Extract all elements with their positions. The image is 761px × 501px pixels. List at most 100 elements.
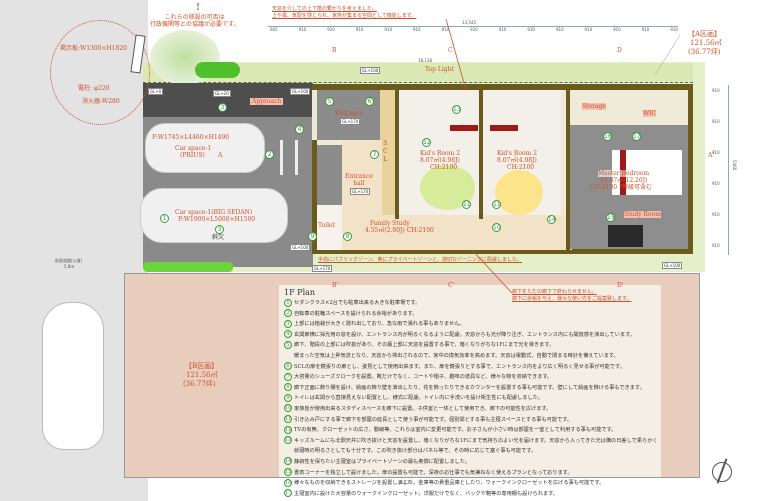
road-width: 5.8m — [64, 264, 75, 269]
kids1-label: Kid's Room 2 — [420, 150, 461, 157]
bed-red — [490, 125, 518, 131]
note-number: 5 — [284, 340, 292, 349]
note-text: TVの有無、クローゼットの広さ、動線等、これらは室内に変更可能です。お子さんが小… — [294, 427, 617, 434]
scl-label: S C L — [383, 140, 388, 163]
note-number: 1 — [284, 298, 292, 307]
callout-11: 11 — [492, 200, 501, 209]
note-text: 廊下、階段の上部には吹抜があり、その最上部に天窓を設置する事で、暗くなりがちな1… — [294, 342, 555, 349]
section-marker-d-prime: D' — [617, 282, 624, 289]
wall-kids-mid — [479, 84, 483, 219]
bottom-width: 18,177 — [398, 480, 412, 485]
tick: 910 — [470, 27, 478, 32]
toilet — [317, 205, 342, 250]
callout-3: 3 — [215, 225, 224, 234]
note-number: 3 — [284, 319, 292, 328]
desk — [608, 225, 643, 247]
note-text: 引き込み戸にする事で廊下を部屋の延長として使う事が可能です。個別間とする事も主寝… — [294, 416, 573, 423]
level-tag: GL+100 — [290, 244, 311, 251]
stair-note-2: 上や風、気配を感じられ、家族が集まる空間として機能します。 — [272, 13, 417, 19]
callout-9: 9 — [308, 232, 317, 241]
note-number: 14 — [284, 457, 292, 466]
level-tag: GL+100 — [662, 262, 683, 269]
hydrant-note: 消火器:W280 — [82, 98, 120, 105]
tick: 910 — [712, 181, 720, 186]
section-marker-b: B — [332, 47, 337, 54]
note-number: 2 — [284, 309, 292, 318]
note-number: 11 — [284, 415, 292, 424]
corridor-note-1: 廊下をただの廊下で終わらせません。 — [512, 289, 597, 295]
note-text: 暖まった空気は上昇気流となり、天窓から排出されるので、家中の換気効率を高めます。… — [294, 352, 619, 359]
dimension-line-right — [728, 85, 729, 255]
level-tag: GL+100 — [290, 88, 311, 95]
note-text: SCLの扉を鏡張りの扉とし、姿見として使用出来ます。また、扉を鏡張りとする事で、… — [294, 363, 625, 370]
storage-label: Storage — [582, 103, 606, 111]
section-marker-d: D — [617, 47, 622, 54]
wall-bottom — [312, 249, 693, 254]
tick: 910 — [712, 243, 720, 248]
callout-11: 11 — [462, 200, 471, 209]
kids1-size: 8.07㎡(4.98J) — [420, 157, 460, 164]
note-text: 家族皆が使用出来るスタディスペースを廊下に設置。子供室と一体として使用でき、廊下… — [294, 405, 552, 412]
right-ticks: 910 910 910 910 910 910 — [712, 88, 720, 248]
callout-17: 17 — [632, 132, 641, 141]
level-tag: GL+170 — [312, 265, 333, 272]
note-text: 自転車の駐輪スペースを設けられる余裕があります。 — [294, 310, 418, 317]
note-text: キッズルームにも北側天井に吹き抜けと天窓を設置し、暗くなりがちな1Fにまで気持ち… — [294, 437, 656, 444]
callout-4: 4 — [295, 125, 304, 134]
master-size: 19.87㎡(12.26J) — [600, 177, 648, 184]
area-b-tsubo: (36.77坪) — [183, 380, 216, 388]
bicycle-icon — [280, 140, 283, 175]
road-label: 前面道路(公道) — [55, 258, 83, 263]
plan-note: 就寝時の明るさとしても十分です。この吹き抜け部分はパネル等で、その時に応じて塞ぐ… — [284, 446, 656, 457]
tick: 910 — [670, 27, 678, 32]
right-total: 5460 — [732, 160, 737, 171]
permit-note: これらの移設の可否は 行政機関等との協議が必要です。 — [150, 14, 240, 29]
tick: 910 — [327, 27, 335, 32]
tick: 605 — [270, 27, 278, 32]
entrance-label: Entrance — [335, 110, 363, 117]
warning-icon: ! — [196, 3, 200, 13]
tick: 910 — [412, 27, 421, 32]
note-text: 大容量のシューズクロークを設置。靴だけでなく、コートや帽子、趣味の道具など、様々… — [294, 374, 553, 381]
top-light-strip — [143, 63, 693, 83]
tick: 910 — [555, 27, 564, 32]
family-study — [342, 215, 572, 250]
car2-label: Car space-1(BIG SEDAN) — [175, 209, 253, 216]
stair-note-1: 天窓を介しての上下階の繋がりを考えました。 — [272, 6, 377, 12]
note-text: セダンクラス×2台でも駐車出来る大きな駐車場です。 — [294, 300, 421, 306]
section-marker-a-prime: A' — [708, 152, 714, 159]
level-tag: GL+0 — [148, 88, 164, 95]
section-marker-c: C — [448, 47, 453, 54]
master-ch: CH:2100 *等級可含む — [590, 184, 653, 191]
note-number: 6 — [284, 362, 292, 371]
parking-note: 斜欠 — [212, 234, 225, 241]
callout-3: 3 — [218, 103, 227, 112]
callout-12: 12 — [422, 138, 431, 147]
entrance-hall-label: Entrance hall — [345, 173, 373, 188]
family-study-label: Family Study — [370, 220, 410, 227]
north-arrow-icon — [712, 462, 732, 482]
callout-10: 10 — [492, 223, 501, 232]
tick: 910 — [384, 27, 393, 32]
level-tag: GL+20 — [213, 90, 231, 97]
tick: 910 — [712, 88, 720, 93]
note-text: 玄関扉横に採光用の窓を設け、エントランス内が明るくなるように配慮。天窓からも光が… — [294, 331, 635, 338]
callout-8: 8 — [343, 232, 352, 241]
wall-right — [688, 84, 693, 254]
note-number: 13 — [284, 436, 292, 445]
approach-label: Approach — [250, 98, 284, 106]
kids2-size: 8.07㎡(4.98J) — [497, 157, 537, 164]
plan-note: 暖まった空気は上昇気流となり、天窓から排出されるので、家中の換気効率を高めます。… — [284, 351, 656, 362]
wall-top — [312, 84, 693, 90]
kids2-ch: CH:2100 — [507, 164, 535, 171]
note-number: 10 — [284, 404, 292, 413]
section-marker-a: A — [218, 152, 223, 159]
